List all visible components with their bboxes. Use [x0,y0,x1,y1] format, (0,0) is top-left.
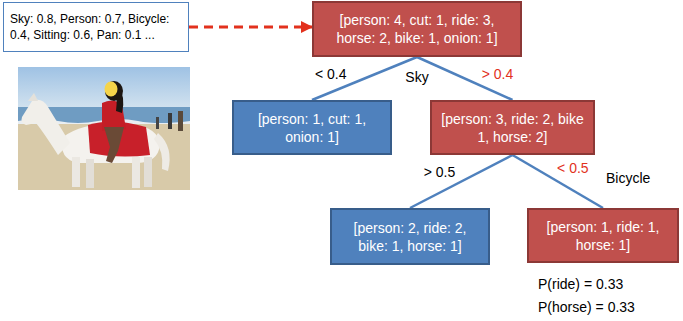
leaf-node: [person: 1, ride: 1, horse: 1] [527,208,679,263]
split-feature: Sky [405,69,428,86]
node-text: [person: 1, cut: 1, onion: 1] [242,110,382,146]
bystander [178,111,183,131]
node-text: Sky: 0.8, Person: 0.7, Bicycle: 0.4, Sit… [10,11,182,43]
rider-leg [104,127,124,163]
node-text: [person: 4, cut: 1, ride: 3, horse: 2, b… [322,11,512,47]
horse-leg [132,157,140,188]
node-text: [person: 3, ride: 2, bike 1, horse: 2] [440,110,585,146]
tree-branch [417,57,513,100]
threshold-label: > 0.4 [482,66,514,83]
bystander [156,117,159,129]
horse-leg [144,157,152,187]
horse-leg [72,157,80,187]
split-feature: Bicycle [606,170,650,187]
tree-branch [312,57,417,100]
horse-leg [86,159,94,188]
threshold-label: > 0.5 [424,164,456,181]
probability-note: P(horse) = 0.33 [538,299,635,316]
horse-neck [22,100,71,155]
detector-scores-box: Sky: 0.8, Person: 0.7, Bicycle: 0.4, Sit… [3,2,189,52]
leaf-node: [person: 2, ride: 2, bike: 1, horse: 1] [330,208,490,265]
probability-note: P(ride) = 0.33 [538,276,623,293]
node-text: [person: 2, ride: 2, bike: 1, horse: 1] [340,219,480,255]
tree-branch [513,155,604,208]
threshold-label: < 0.5 [557,160,589,177]
root-node: [person: 4, cut: 1, ride: 3, horse: 2, b… [312,1,522,57]
beach-photo [18,67,190,190]
leaf-node: [person: 1, cut: 1, onion: 1] [232,100,392,155]
split-node: [person: 3, ride: 2, bike 1, horse: 2] [430,100,595,155]
horse-tail [154,133,170,171]
threshold-label: < 0.4 [315,66,347,83]
bystander [168,113,172,129]
tree-branch [410,155,513,208]
node-text: [person: 1, ride: 1, horse: 1] [537,218,669,254]
face-mask [105,82,118,97]
dashed-arrow [189,26,312,29]
horse-ear [28,93,38,101]
